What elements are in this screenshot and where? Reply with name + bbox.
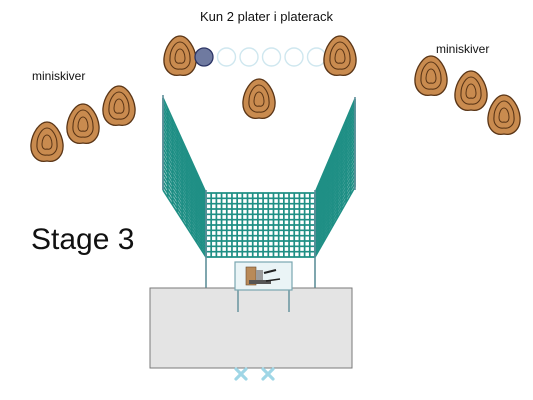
shooting-table xyxy=(149,287,353,369)
net-barrier xyxy=(162,95,356,288)
mini-target-left-3 xyxy=(102,85,136,126)
mini-target-right-1 xyxy=(414,55,448,96)
mini-target-right-2 xyxy=(454,70,488,111)
gun-box xyxy=(234,261,293,291)
rack-target-left xyxy=(163,35,197,76)
mini-target-right-3 xyxy=(487,94,521,135)
miniskiver-label-left: miniskiver xyxy=(32,69,86,83)
plate-rack xyxy=(194,47,349,67)
plate-rack-label: Kun 2 plater i platerack xyxy=(200,9,333,24)
miniskiver-label-right: miniskiver xyxy=(436,42,490,56)
net-left-panel xyxy=(162,97,207,258)
x-mark-icon xyxy=(234,367,248,381)
x-mark-icon xyxy=(261,367,275,381)
plate-icon xyxy=(261,47,282,67)
mini-target-left-2 xyxy=(66,103,100,144)
plate-icon xyxy=(306,47,327,67)
plate-icon xyxy=(239,47,259,67)
gun-icon xyxy=(245,266,281,286)
stage-title: Stage 3 xyxy=(31,223,135,256)
net-posts xyxy=(162,95,356,288)
plate-icon xyxy=(284,47,304,67)
net-center-panel xyxy=(205,192,316,258)
mini-target-left-1 xyxy=(30,121,64,162)
plate-icon xyxy=(194,47,214,67)
rack-target-right xyxy=(323,35,357,76)
net-right-panel xyxy=(314,98,356,258)
center-target xyxy=(242,78,276,119)
plate-icon xyxy=(216,47,237,67)
